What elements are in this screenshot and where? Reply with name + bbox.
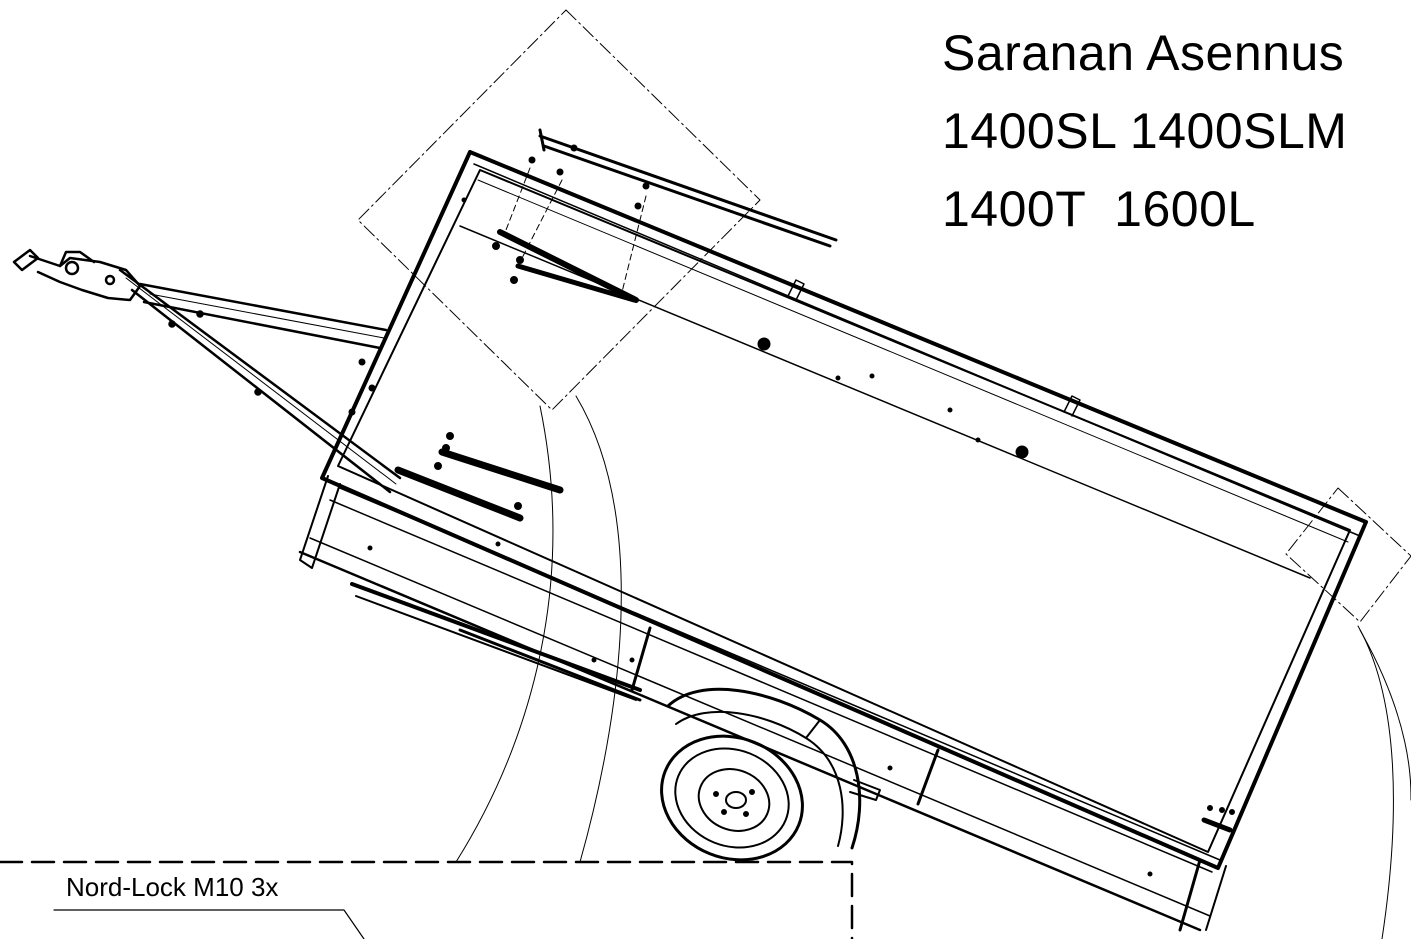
drawbar (12, 248, 402, 494)
detail-views (357, 9, 1411, 623)
title-line-1: Saranan Asennus (942, 25, 1345, 81)
callout-box (0, 860, 854, 939)
chassis (298, 537, 1235, 932)
leader-lines (455, 395, 1411, 939)
hinge-bars (492, 128, 838, 303)
wheel-assembly (660, 687, 881, 862)
callout-label: Nord-Lock M10 3x (66, 872, 279, 902)
title-line-3: 1400T 1600L (942, 181, 1256, 237)
title-line-2: 1400SL 1400SLM (942, 103, 1348, 159)
callout-underline (53, 909, 365, 939)
cargo-box (299, 150, 1368, 873)
